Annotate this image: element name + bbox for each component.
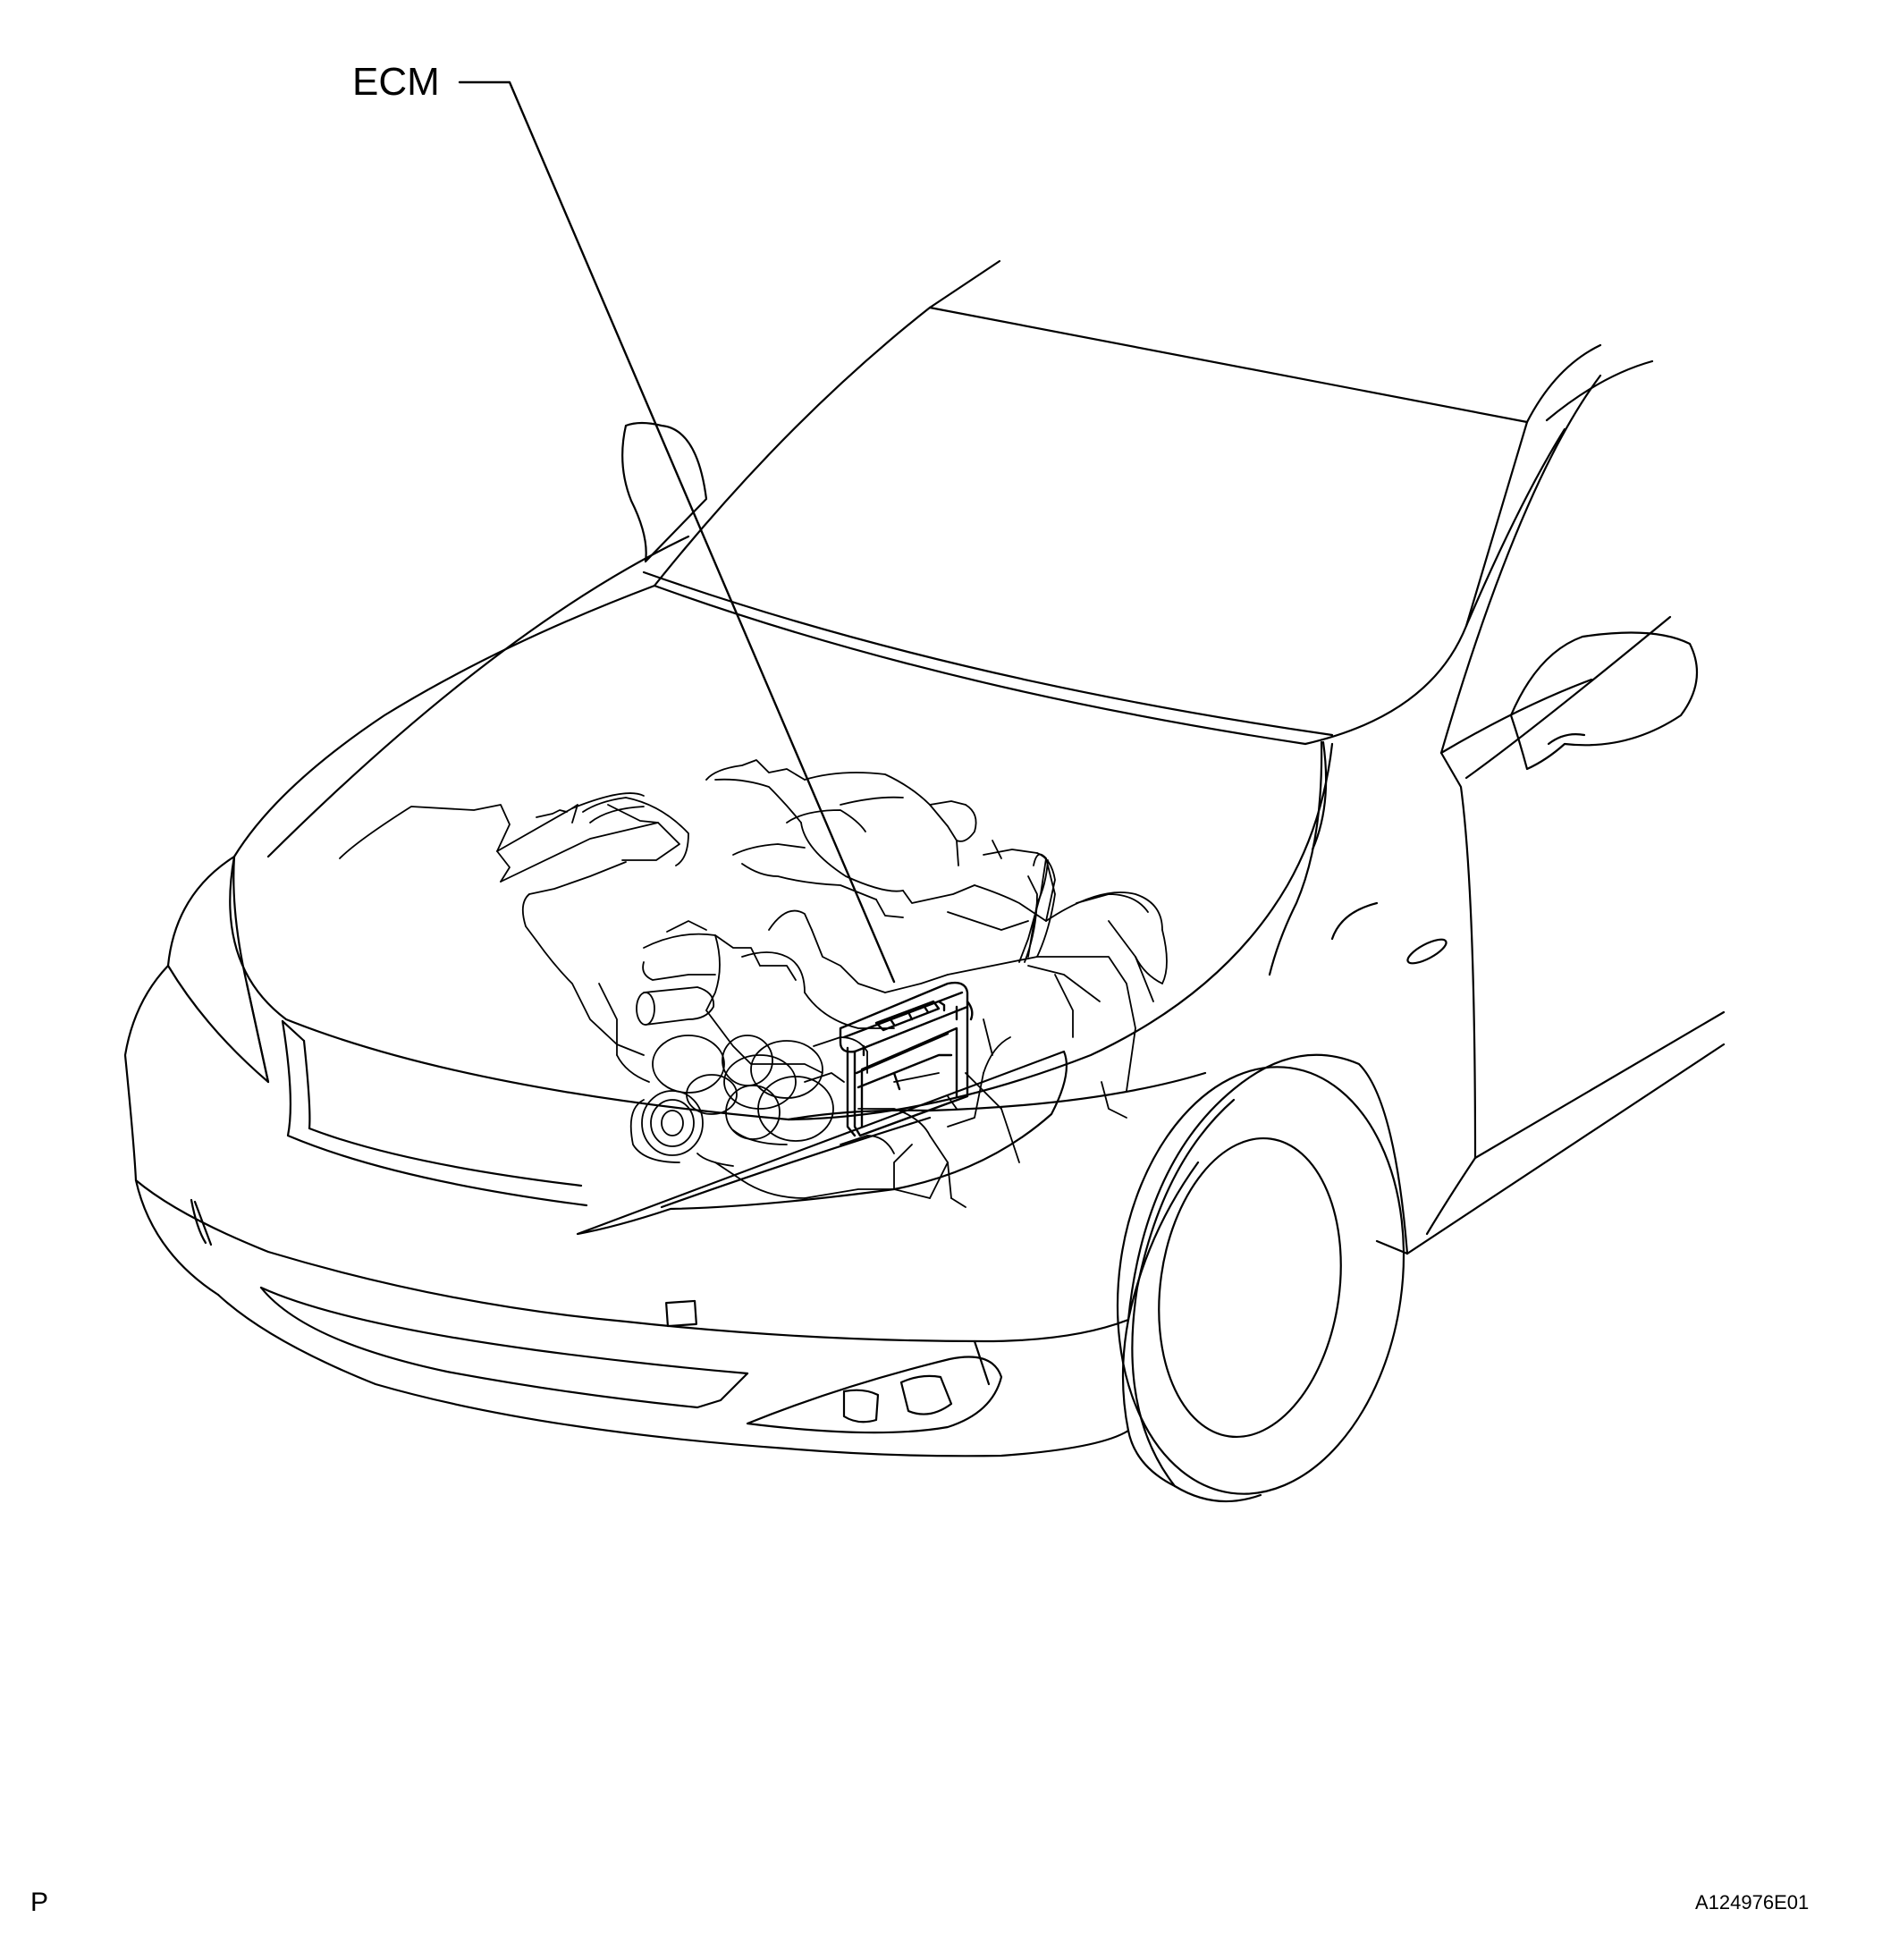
ecm-unit <box>840 983 972 1136</box>
grille <box>283 1021 587 1205</box>
view-code-label: P <box>30 1888 49 1917</box>
hood <box>230 536 1332 1119</box>
left-headlight <box>168 857 268 1082</box>
front-wheel <box>1091 1048 1431 1512</box>
body-side <box>1270 345 1724 1254</box>
engine <box>340 760 1167 1207</box>
front-bumper <box>125 966 1198 1486</box>
ecm-label: ECM <box>352 60 440 104</box>
right-headlight <box>578 1052 1067 1234</box>
windshield <box>644 261 1527 744</box>
ecm-leader-line <box>460 82 894 982</box>
figure-id-label: A124976E01 <box>1695 1891 1810 1914</box>
side-mirror <box>1511 633 1697 770</box>
door-handle <box>1405 935 1449 968</box>
